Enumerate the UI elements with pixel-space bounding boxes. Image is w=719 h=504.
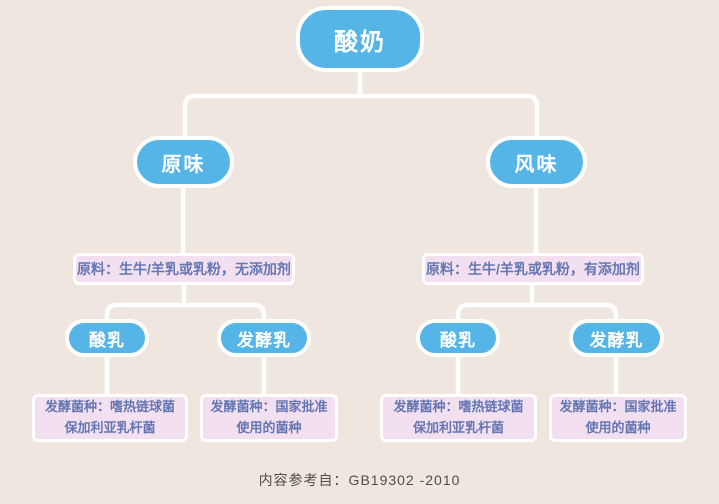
strain-line2: 保加利亚乳杆菌 <box>64 420 156 435</box>
node-suanru-left-label: 酸乳 <box>89 330 125 350</box>
node-root-yogurt: 酸奶 <box>296 6 424 72</box>
node-fajiaoru-left: 发酵乳 <box>217 319 311 357</box>
node-suanru-right: 酸乳 <box>416 319 500 357</box>
node-flavor-original: 原味 <box>133 136 234 188</box>
box-ingredient-flavored: 原料：生牛/羊乳或乳粉，有添加剂 <box>422 253 644 285</box>
box-ingredient-original: 原料：生牛/羊乳或乳粉，无添加剂 <box>73 253 295 285</box>
node-fajiaoru-right-label: 发酵乳 <box>589 330 644 350</box>
strain-line1: 发酵菌种：国家批准 <box>559 399 677 415</box>
reference-note: 内容参考自：GB19302 -2010 <box>258 472 461 488</box>
box-ingredient-original-text: 原料：生牛/羊乳或乳粉，无添加剂 <box>77 261 291 277</box>
node-flavor-flavored: 风味 <box>486 136 587 188</box>
node-root-label: 酸奶 <box>334 28 386 56</box>
node-fajiaoru-left-label: 发酵乳 <box>237 330 291 350</box>
connector-right-branch <box>455 302 619 322</box>
strain-line1: 发酵菌种：嗜热链球菌 <box>393 399 524 415</box>
node-flavor-flavored-label: 风味 <box>514 153 559 176</box>
box-strain-fajiaoru-left: 发酵菌种：国家批准 使用的菌种 <box>200 394 338 442</box>
box-strain-suanru-left: 发酵菌种：嗜热链球菌 保加利亚乳杆菌 <box>32 394 188 442</box>
box-ingredient-flavored-text: 原料：生牛/羊乳或乳粉，有添加剂 <box>426 261 640 277</box>
connector-left-branch <box>104 302 267 322</box>
box-strain-fajiaoru-right: 发酵菌种：国家批准 使用的菌种 <box>549 394 687 442</box>
strain-line1: 发酵菌种：嗜热链球菌 <box>44 399 175 415</box>
node-suanru-right-label: 酸乳 <box>440 330 476 350</box>
box-strain-suanru-right: 发酵菌种：嗜热链球菌 保加利亚乳杆菌 <box>380 394 537 442</box>
connector-root-branch <box>182 93 540 140</box>
strain-line1: 发酵菌种：国家批准 <box>210 399 328 415</box>
strain-line2: 保加利亚乳杆菌 <box>412 420 504 435</box>
node-flavor-original-label: 原味 <box>161 153 206 176</box>
node-suanru-left: 酸乳 <box>65 319 149 357</box>
node-fajiaoru-right: 发酵乳 <box>569 319 664 357</box>
strain-line2: 使用的菌种 <box>585 420 651 435</box>
strain-line2: 使用的菌种 <box>236 420 302 435</box>
